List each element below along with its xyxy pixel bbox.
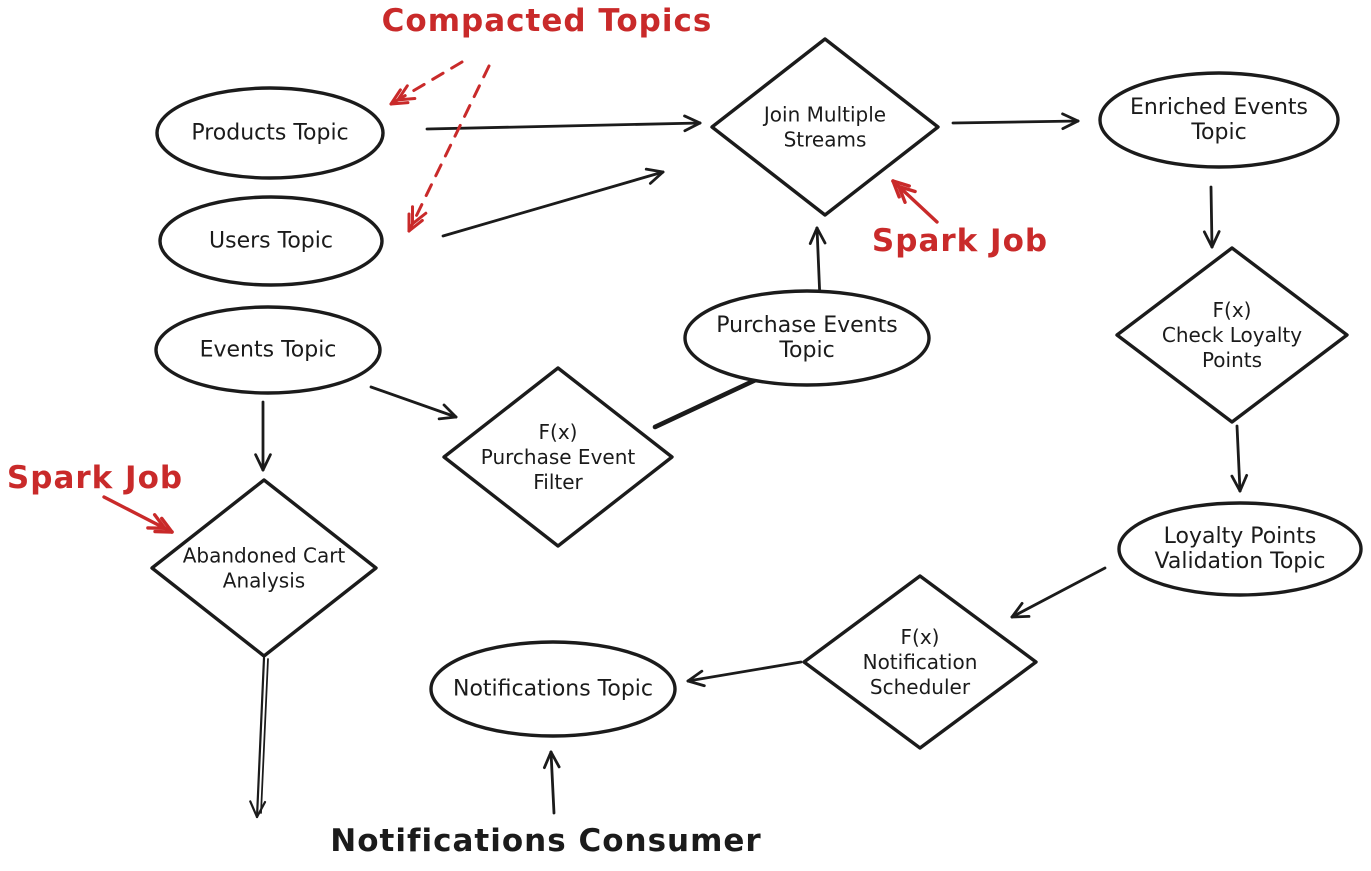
check-loyalty-points-diamond — [1115, 246, 1349, 424]
notification-scheduler-diamond — [802, 574, 1038, 750]
node-users-topic: Users Topic — [158, 195, 384, 287]
products-topic-ellipse — [155, 86, 385, 180]
edge-notification-scheduler--notifications-topic — [686, 660, 803, 688]
compacted-topics-label: Compacted Topics — [382, 3, 713, 39]
edge-users-topic--join-multiple-streams — [441, 167, 665, 238]
edge-join-multiple-streams--enriched-events-topic — [951, 112, 1080, 131]
purchase-events-topic-label: Purchase Events — [716, 313, 897, 338]
products-topic-label: Products Topic — [191, 121, 348, 146]
edge-check-loyalty-points--loyalty-points-validation-topic — [1230, 424, 1249, 493]
node-events-topic: Events Topic — [154, 305, 382, 395]
abandoned-cart-analysis-label: Analysis — [223, 569, 305, 593]
abandoned-cart-analysis-diamond — [150, 478, 378, 658]
purchase-events-topic-label: Topic — [778, 338, 834, 363]
check-loyalty-points-label: F(x) — [1213, 298, 1252, 322]
loyalty-points-validation-topic-label: Validation Topic — [1155, 549, 1326, 574]
events-topic-ellipse — [154, 305, 382, 395]
notification-scheduler-label: F(x) — [901, 625, 940, 649]
edge-spark-job-right-label--join-multiple-streams — [891, 179, 939, 224]
node-notifications-topic: Notifications Topic — [429, 640, 677, 738]
loyalty-points-validation-topic-ellipse — [1117, 501, 1363, 597]
spark-job-right-label: Spark Job — [872, 223, 1048, 259]
edge-purchase-events-topic--join-multiple-streams — [808, 226, 827, 302]
edge-events-topic--purchase-event-filter — [369, 385, 458, 421]
abandoned-cart-analysis-label: Abandoned Cart — [183, 544, 346, 568]
edge-loyalty-points-validation-topic--notification-scheduler — [1010, 566, 1107, 619]
purchase-events-topic-ellipse — [683, 289, 931, 387]
join-multiple-streams-label: Join Multiple — [762, 103, 886, 127]
notifications-topic-ellipse — [429, 640, 677, 738]
purchase-event-filter-label: F(x) — [539, 420, 578, 444]
notification-scheduler-label: Notification — [863, 650, 978, 674]
edge-spark-job-left-label--abandoned-cart-analysis — [102, 495, 174, 534]
purchase-event-filter-label: Purchase Event — [481, 445, 636, 469]
join-multiple-streams-diamond — [710, 37, 940, 217]
edge-enriched-events-topic--check-loyalty-points — [1202, 185, 1221, 249]
edge-abandoned-cart-analysis--bottom-edge — [249, 656, 269, 819]
check-loyalty-points-label: Points — [1202, 348, 1262, 372]
notifications-topic-label: Notifications Topic — [453, 677, 653, 702]
enriched-events-topic-label: Enriched Events — [1130, 95, 1308, 120]
node-products-topic: Products Topic — [155, 86, 385, 180]
edge-compacted-topics-label--products-topic — [389, 60, 464, 106]
spark-job-left-label: Spark Job — [7, 460, 183, 496]
edge-products-topic--join-multiple-streams — [425, 114, 702, 133]
users-topic-ellipse — [158, 195, 384, 287]
edge-events-topic--abandoned-cart-analysis — [254, 400, 272, 472]
enriched-events-topic-ellipse — [1098, 71, 1340, 169]
enriched-events-topic-label: Topic — [1190, 120, 1246, 145]
purchase-event-filter-diamond — [442, 366, 674, 548]
join-multiple-streams-label: Streams — [784, 128, 867, 152]
users-topic-label: Users Topic — [209, 229, 333, 254]
notifications-consumer-label: Notifications Consumer — [330, 823, 761, 859]
loyalty-points-validation-topic-label: Loyalty Points — [1164, 524, 1317, 549]
edge-compacted-topics-label--users-topic — [407, 64, 491, 233]
edge-notifications-consumer-label--notifications-topic — [542, 750, 561, 815]
notification-scheduler-label: Scheduler — [870, 675, 971, 699]
check-loyalty-points-label: Check Loyalty — [1162, 323, 1302, 347]
purchase-event-filter-label: Filter — [533, 470, 583, 494]
events-topic-label: Events Topic — [200, 338, 337, 363]
